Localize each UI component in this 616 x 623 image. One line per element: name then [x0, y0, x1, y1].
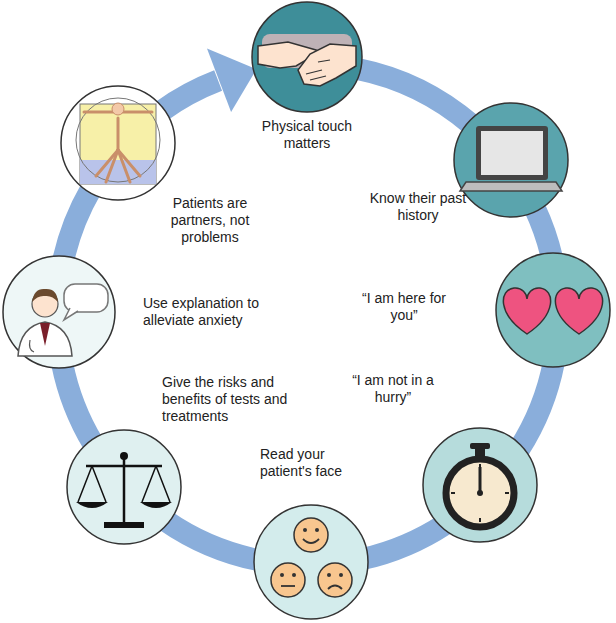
ring-arrow	[62, 364, 93, 444]
icon-circle: Use explanation to alleviate anxiety	[3, 256, 115, 368]
node-label: Know their past history	[366, 190, 470, 224]
ring-arrow	[535, 208, 552, 258]
ring-arrow	[63, 189, 91, 260]
node-label: Give the risks and benefits of tests and…	[162, 374, 290, 425]
node-label: Use explanation to alleviate anxiety	[143, 295, 281, 329]
icon-circle: Patients are partners, not problems	[61, 86, 175, 200]
icon-circle: Give the risks and benefits of tests and…	[67, 430, 181, 544]
ring-arrow	[165, 520, 258, 560]
node-label: Patients are partners, not problems	[160, 195, 260, 246]
ring-arrow	[358, 69, 472, 125]
icon-circle: Read your patient's face	[254, 505, 368, 619]
icon-circle: “I am not in a hurry”	[423, 428, 537, 542]
node-label: Read your patient's face	[260, 446, 372, 480]
icon-circle: Know their past history	[454, 103, 568, 217]
icon-circle: Physical touch matters	[252, 2, 362, 112]
ring-arrow	[161, 48, 256, 112]
ring-arrow	[363, 524, 445, 559]
ring-arrow	[519, 362, 554, 449]
node-label: Physical touch matters	[247, 118, 367, 152]
node-label: “I am not in a hurry”	[343, 372, 443, 406]
node-label: “I am here for you”	[354, 290, 454, 324]
icon-circle: “I am here for you”	[496, 253, 610, 367]
